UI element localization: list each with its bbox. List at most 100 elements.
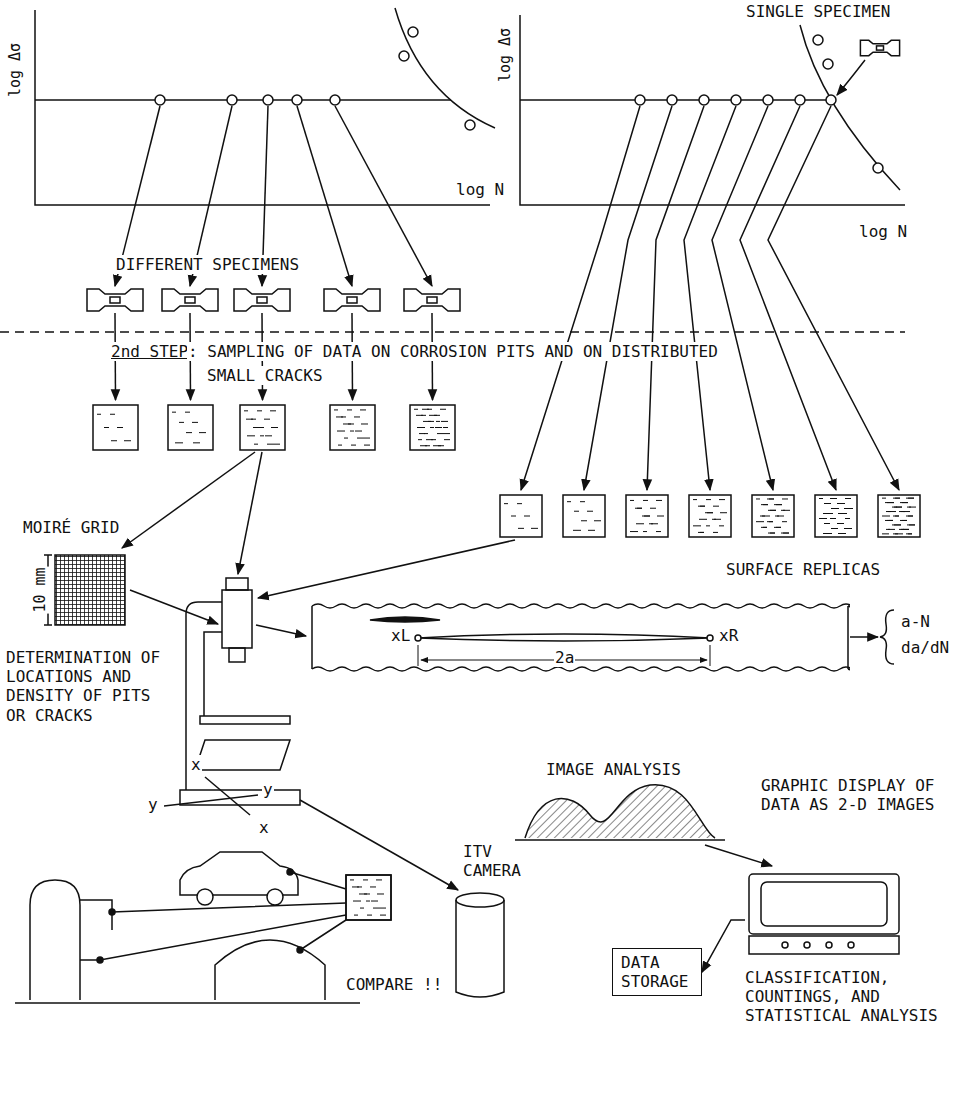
pit-sample bbox=[416, 415, 423, 416]
surface-replica bbox=[511, 516, 516, 517]
microscope bbox=[200, 716, 290, 724]
crack-view-frame bbox=[707, 635, 713, 641]
monitor-outline bbox=[782, 942, 788, 948]
data-point bbox=[813, 35, 823, 45]
label-text: log N bbox=[455, 180, 505, 199]
pit-sample bbox=[419, 433, 425, 434]
pit-sample bbox=[172, 412, 176, 413]
surface-replica bbox=[699, 519, 707, 520]
structures bbox=[30, 880, 80, 1000]
label-text: IMAGE ANALYSIS bbox=[545, 760, 682, 779]
surface-replica bbox=[630, 531, 638, 532]
surface-replica bbox=[815, 495, 857, 537]
surface-replica bbox=[893, 498, 900, 499]
data-point bbox=[292, 95, 302, 105]
compare-sample bbox=[350, 879, 354, 880]
surface-replica bbox=[899, 511, 905, 512]
pit-sample bbox=[93, 405, 138, 450]
pit-sample bbox=[422, 409, 429, 410]
compare-sample bbox=[354, 915, 358, 916]
pit-sample bbox=[253, 427, 261, 428]
microscope bbox=[229, 648, 245, 662]
surface-replica bbox=[831, 508, 839, 509]
microscope bbox=[164, 578, 300, 815]
surface-replica bbox=[774, 504, 782, 505]
surface-replica bbox=[720, 512, 727, 513]
surface-replica bbox=[892, 524, 896, 525]
surface-replica bbox=[831, 528, 838, 529]
arrow bbox=[684, 106, 736, 490]
specimen-icon bbox=[347, 297, 357, 303]
pit-sample bbox=[168, 405, 213, 450]
pit-sample bbox=[410, 405, 455, 450]
data-point bbox=[227, 95, 237, 105]
surface-replica bbox=[823, 533, 827, 534]
pit-sample bbox=[357, 438, 362, 439]
surface-replica bbox=[656, 531, 661, 532]
pit-sample bbox=[240, 405, 285, 450]
pit-sample bbox=[199, 432, 206, 433]
pit-sample bbox=[435, 427, 442, 428]
surface-replica bbox=[580, 501, 585, 502]
pit-sample bbox=[426, 439, 433, 440]
sn-chart-right bbox=[520, 15, 905, 205]
data-point bbox=[263, 95, 273, 105]
arrow bbox=[712, 106, 773, 490]
compare-sample bbox=[352, 886, 359, 887]
surface-replica bbox=[838, 533, 846, 534]
surface-replica bbox=[719, 499, 725, 500]
structures bbox=[15, 1002, 360, 1004]
surface-replica bbox=[650, 508, 656, 509]
data-point bbox=[795, 95, 805, 105]
surface-replica bbox=[657, 516, 664, 517]
pit-sample bbox=[270, 410, 276, 411]
label-text: GRAPHIC DISPLAY OF DATA AS 2-D IMAGES bbox=[760, 776, 952, 814]
surface-replica bbox=[781, 533, 789, 534]
pit-sample bbox=[360, 409, 366, 410]
surface-replica bbox=[892, 507, 897, 508]
pit-sample bbox=[336, 416, 343, 417]
surface-replica bbox=[907, 524, 915, 525]
surface-replica bbox=[844, 508, 848, 509]
surface-replica bbox=[767, 521, 773, 522]
crack-view-frame bbox=[418, 634, 710, 641]
arrow bbox=[297, 106, 352, 286]
surface-replica bbox=[635, 508, 642, 509]
label-text: log N bbox=[858, 222, 908, 241]
node-text: 2a bbox=[554, 648, 575, 667]
surface-replica bbox=[837, 523, 844, 524]
specimen-icon bbox=[324, 289, 380, 311]
step-divider bbox=[0, 331, 905, 333]
compare-sample bbox=[353, 901, 361, 902]
surface-replica bbox=[900, 520, 907, 521]
label-text: SMALL CRACKS bbox=[206, 366, 324, 385]
surface-replica bbox=[752, 495, 794, 537]
specimen-icon bbox=[877, 46, 884, 50]
surface-replica bbox=[574, 511, 579, 512]
specimen-icon bbox=[162, 289, 218, 311]
compare-sample bbox=[370, 886, 376, 887]
compare-sample bbox=[373, 908, 378, 909]
pit-sample bbox=[364, 445, 370, 446]
surface-replica bbox=[819, 518, 827, 519]
surface-replica bbox=[500, 495, 542, 537]
flow-arrows bbox=[258, 540, 515, 598]
structures bbox=[80, 900, 112, 960]
pit-sample bbox=[93, 405, 138, 450]
surface-replica bbox=[837, 503, 845, 504]
compare-sample bbox=[359, 893, 367, 894]
arrow bbox=[647, 106, 704, 490]
pit-sample bbox=[361, 423, 368, 424]
pit-sample bbox=[423, 421, 431, 422]
pit-sample bbox=[410, 405, 455, 450]
itv-camera bbox=[456, 893, 504, 907]
label-text: a-N bbox=[900, 612, 931, 631]
surface-replica bbox=[878, 495, 920, 537]
surface-replica bbox=[838, 513, 842, 514]
surface-replica bbox=[906, 498, 914, 499]
pit-sample bbox=[343, 423, 351, 424]
arrow bbox=[335, 106, 432, 286]
surface-replica bbox=[823, 513, 828, 514]
pit-sample bbox=[271, 427, 278, 428]
surface-replica bbox=[845, 498, 851, 499]
